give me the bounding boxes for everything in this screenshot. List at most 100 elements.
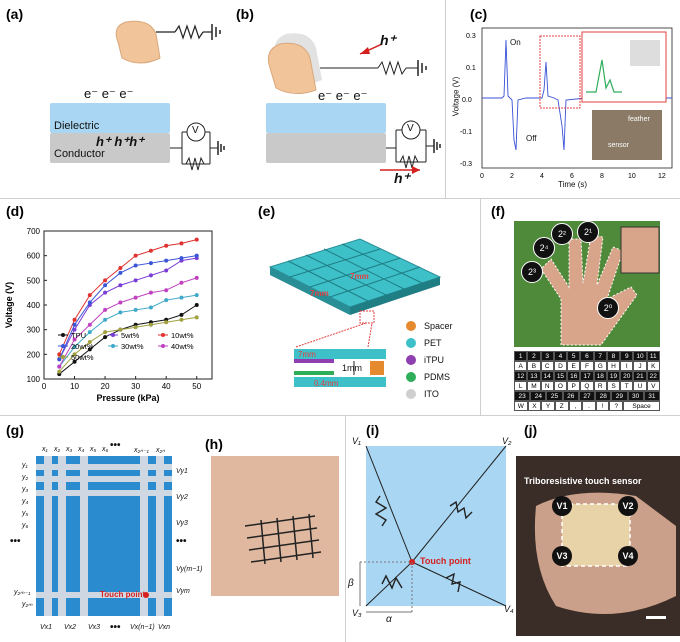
forearm-photo	[211, 456, 339, 596]
table-cell: 2	[527, 351, 541, 361]
legend-item: ITO	[406, 385, 453, 402]
voltmeter-icon	[186, 122, 206, 142]
data-point	[118, 310, 123, 315]
table-cell: T	[620, 381, 634, 391]
y-axis-label: Voltage (V)	[4, 282, 14, 328]
data-point	[57, 352, 62, 357]
touch-point-icon	[143, 592, 149, 598]
corner-badge: V4	[618, 546, 638, 566]
data-point	[118, 300, 123, 305]
series-line	[58, 304, 197, 375]
data-point	[57, 364, 62, 369]
table-cell: E	[567, 361, 581, 371]
data-point	[179, 295, 184, 300]
svg-text:0.1: 0.1	[466, 65, 476, 72]
panel-i-label: (i)	[366, 422, 380, 438]
binary-badge: 2³	[521, 261, 543, 283]
table-cell: 20	[620, 371, 634, 381]
y-tick: 0.3	[466, 33, 476, 40]
data-point	[57, 357, 62, 362]
binary-badge: 2⁰	[597, 297, 619, 319]
dielectric-label: Dielectric	[54, 120, 100, 132]
series-line	[58, 316, 197, 372]
electrode-label: Vx1	[40, 624, 53, 631]
corner-badge: V2	[618, 496, 638, 516]
table-cell: L	[514, 381, 528, 391]
table-cell: 26	[562, 391, 579, 401]
table-cell: 22	[646, 371, 660, 381]
panel-j-label: (j)	[524, 422, 538, 438]
sensor-structure-diagram	[268, 238, 442, 387]
table-cell: Z	[554, 401, 569, 411]
table-cell: M	[527, 381, 541, 391]
data-point	[72, 337, 77, 342]
data-point	[179, 256, 184, 261]
y-tick-label: 400	[27, 301, 41, 310]
svg-text:-0.1: -0.1	[460, 129, 472, 136]
electrons-text: e⁻ e⁻ e⁻	[84, 86, 134, 101]
panel-a-label: (a)	[6, 6, 24, 22]
table-cell: 13	[527, 371, 541, 381]
panel-e-label: (e)	[258, 203, 276, 219]
legend-item: PDMS	[406, 368, 453, 385]
dim-label-2: 7mm	[310, 289, 329, 298]
plot-frame	[43, 230, 213, 380]
electrode-label: Vx2	[64, 624, 77, 631]
table-cell: 19	[606, 371, 621, 381]
electrode-label: y₄	[22, 498, 29, 505]
electrode-label: Vxn	[158, 624, 171, 631]
corner-v1: V₁	[352, 436, 361, 446]
legend-label: 20wt%	[71, 342, 94, 351]
table-cell: !	[595, 401, 610, 411]
table-cell: N	[540, 381, 554, 391]
legend-dot	[406, 337, 416, 348]
conductor-layer	[50, 133, 170, 163]
hplus-bottom: h⁺	[394, 170, 410, 186]
meter-label: V	[192, 125, 199, 136]
table-cell: 12	[514, 371, 528, 381]
data-point	[72, 359, 77, 364]
table-cell: 30	[627, 391, 644, 401]
data-point	[164, 243, 169, 248]
electrode-label: x₂	[54, 446, 61, 453]
panel-a-diagram	[50, 20, 225, 171]
svg-text:8: 8	[600, 173, 604, 180]
data-point	[194, 253, 199, 258]
data-point	[194, 303, 199, 307]
data-point	[164, 268, 169, 273]
svg-text:2: 2	[510, 173, 514, 180]
table-cell: 23	[514, 391, 531, 401]
svg-text:0.0: 0.0	[462, 97, 472, 104]
data-point	[103, 335, 108, 340]
electrode-label: Vym	[176, 588, 190, 595]
legend-item: Spacer	[406, 317, 453, 334]
data-point	[118, 327, 123, 332]
dots-left: •••	[10, 536, 21, 547]
x-tick-label: 30	[131, 382, 140, 391]
table-cell: H	[606, 361, 621, 371]
electrode-label: y₅	[22, 510, 29, 517]
data-point	[148, 305, 153, 310]
svg-text:4: 4	[540, 173, 544, 180]
panel-f-label: (f)	[491, 203, 505, 219]
electrode-label: y₆	[22, 522, 29, 529]
legend-dot	[406, 320, 416, 331]
x-tick-label: 20	[101, 382, 110, 391]
data-point	[194, 237, 199, 242]
finger-icon	[267, 42, 317, 94]
legend-label: 50wt%	[71, 353, 94, 362]
table-cell: S	[606, 381, 621, 391]
sensor-photo	[592, 110, 662, 160]
data-point	[133, 278, 138, 283]
series-line	[58, 277, 197, 367]
legend-dot	[406, 371, 416, 382]
y-tick-label: 500	[27, 276, 41, 285]
electrode-label: Vy2	[176, 494, 188, 501]
legend-label: 40wt%	[171, 342, 194, 351]
electrode-grid-diagram	[36, 456, 172, 616]
data-point	[164, 320, 169, 325]
data-point	[133, 263, 138, 268]
electrode-label: Vx3	[88, 624, 101, 631]
